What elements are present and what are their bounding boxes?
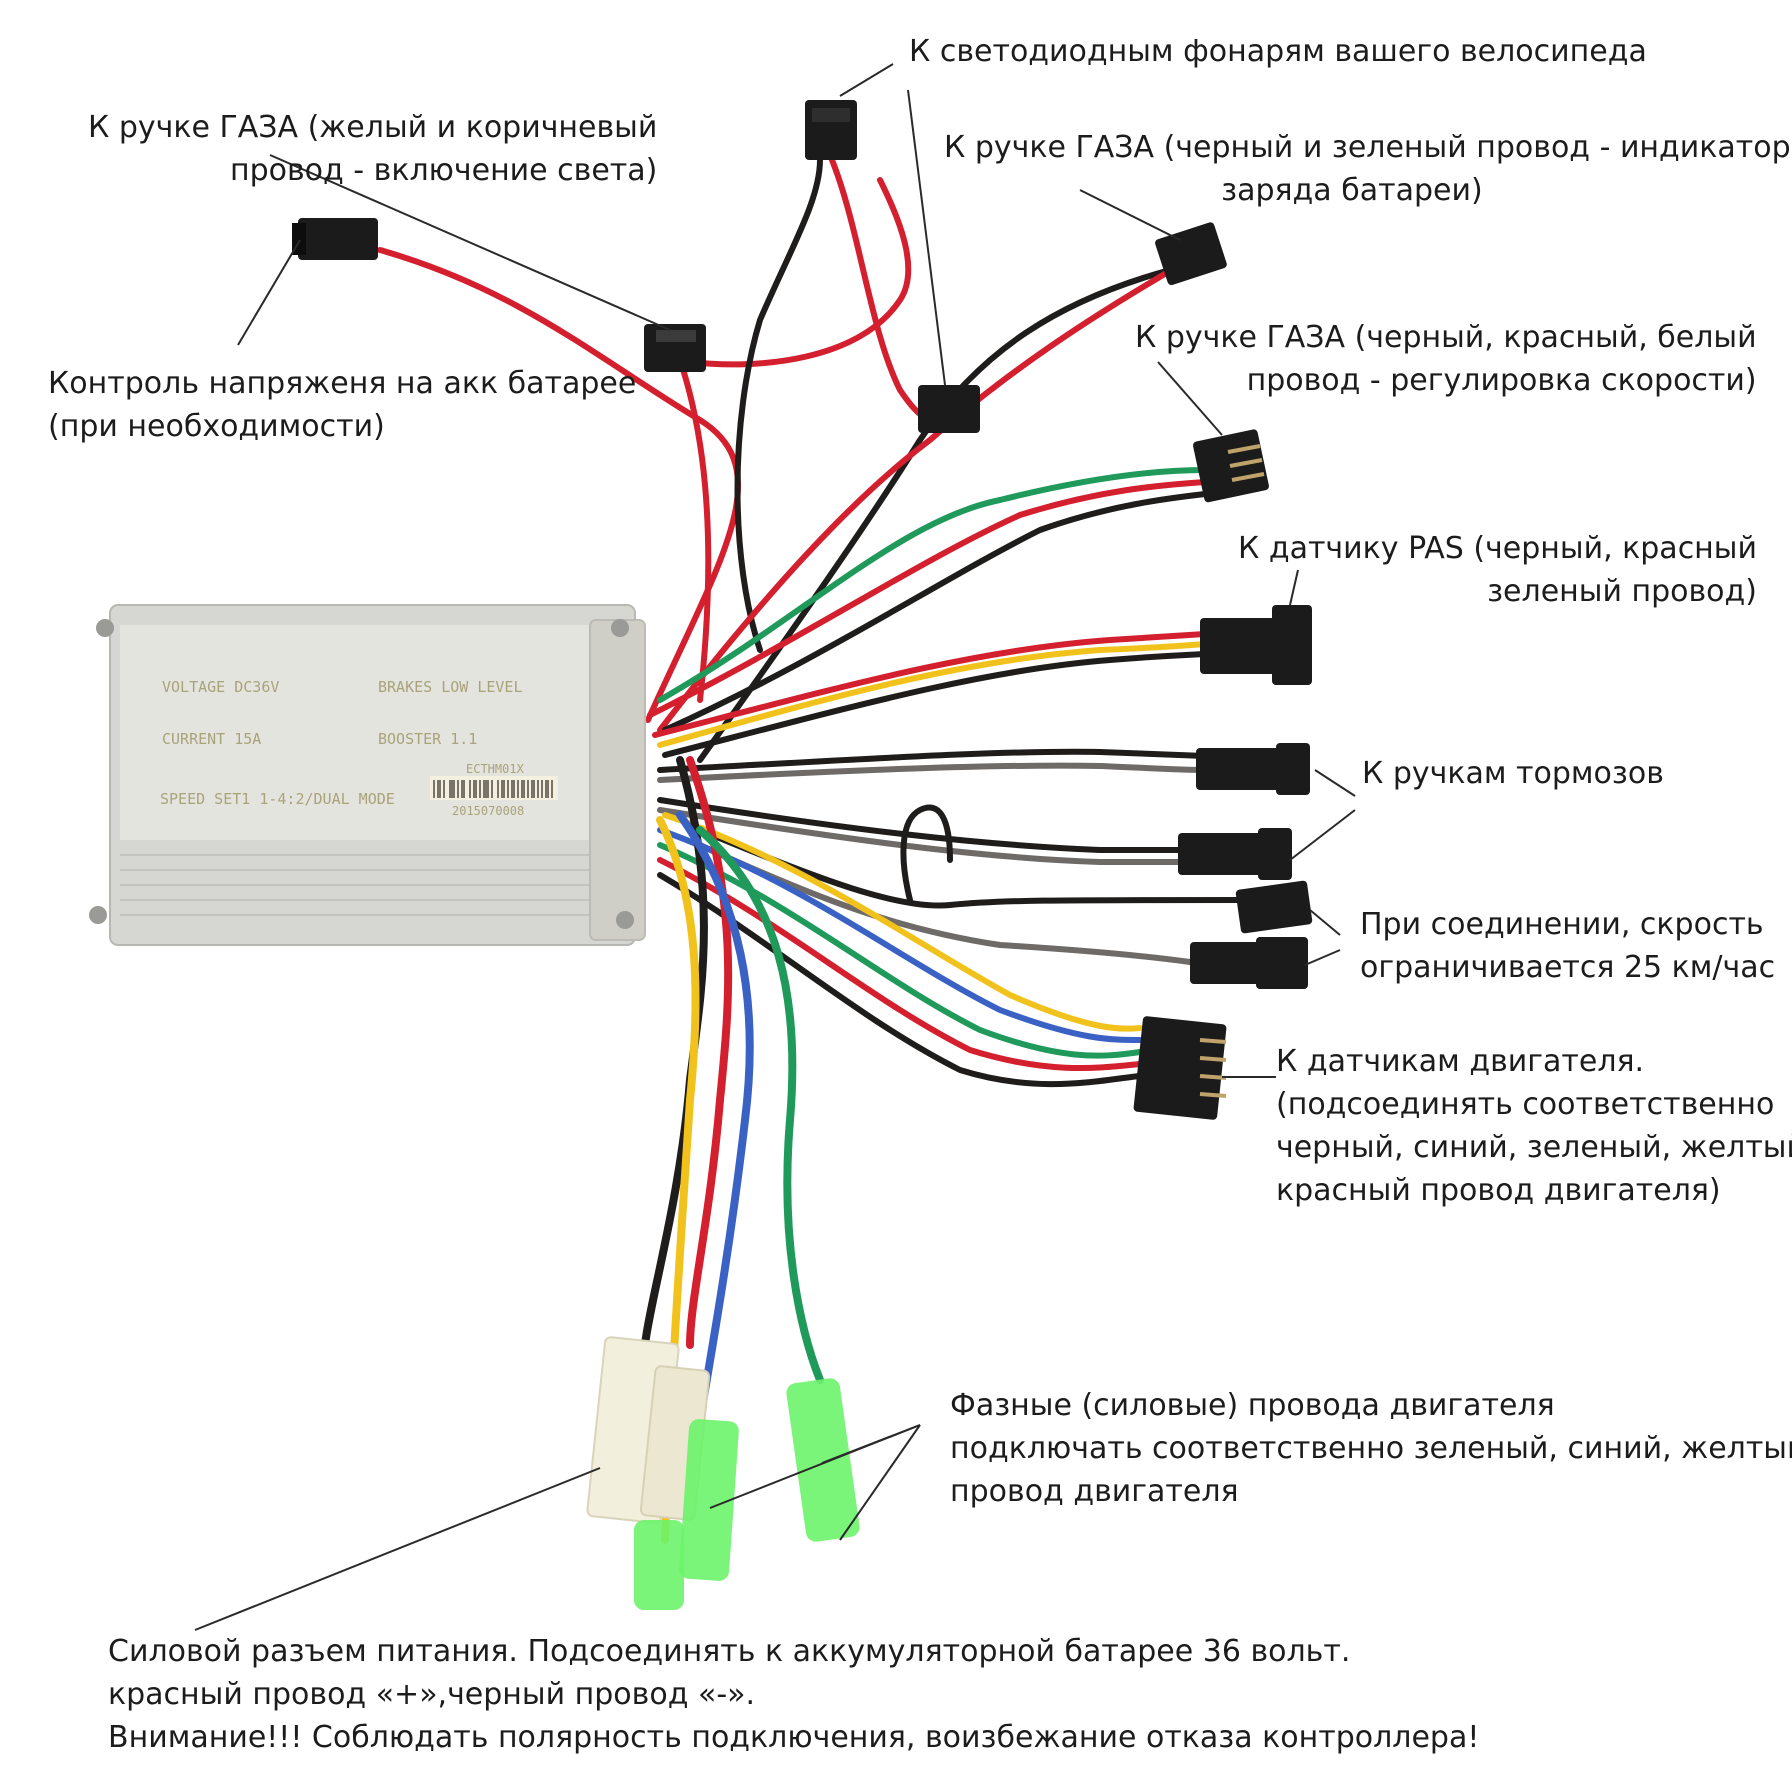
label-led-lights: К светодиодным фонарям вашего велосипеда xyxy=(909,34,1647,69)
label-voltage-control: Контроль напряженя на акк батарее (при н… xyxy=(48,366,637,444)
connector-led-junction xyxy=(918,385,980,433)
label-motor-sensors: К датчикам двигателя. (подсоединять соот… xyxy=(1276,1044,1792,1208)
connector-motor-sensors xyxy=(1133,1016,1227,1120)
connector-brake-2 xyxy=(1178,828,1292,880)
label-throttle-light: К ручке ГАЗА (желый и коричневый провод … xyxy=(88,110,658,188)
wire-yellow-pas xyxy=(657,641,1208,748)
controller-voltage: VOLTAGE DC36V xyxy=(162,678,280,696)
leader-speed-limit-1 xyxy=(1309,909,1341,936)
leader-voltage-control xyxy=(237,239,301,346)
label-brakes: К ручкам тормозов xyxy=(1362,756,1664,791)
connector-throttle-battery xyxy=(1155,222,1227,286)
wire-gray-speed-limit xyxy=(697,842,1193,965)
connector-led-lights xyxy=(805,100,857,160)
wire-red-throttle-battery xyxy=(657,262,1183,733)
wire-blue-motor-sensor xyxy=(657,827,1143,1043)
wire-red-throttle-light xyxy=(687,177,912,368)
leader-phase-2 xyxy=(821,1424,921,1464)
wire-black-led xyxy=(734,157,823,653)
controller-speed: SPEED SET1 1-4:2/DUAL MODE xyxy=(160,790,395,808)
connector-speed-limit-1 xyxy=(1235,880,1313,934)
leader-led-junction xyxy=(907,89,946,386)
phase-terminal-yellow xyxy=(634,1520,684,1610)
connector-brake-1 xyxy=(1196,743,1310,795)
connector-speed-limit-2 xyxy=(1190,937,1308,989)
connector-throttle-speed xyxy=(1192,429,1269,503)
wire-gray-brake-2 xyxy=(657,807,1188,866)
wire-yellow-motor-sensor xyxy=(662,812,1143,1032)
controller-model: ECTHM01X xyxy=(466,762,524,776)
leader-throttle-battery xyxy=(1079,189,1181,241)
leader-brake-1 xyxy=(1314,769,1356,797)
leader-phase-3 xyxy=(839,1424,921,1541)
leader-throttle-light xyxy=(269,154,671,331)
connector-pas-sensor xyxy=(1200,605,1312,685)
phase-terminal-green xyxy=(786,1378,860,1542)
wire-green-throttle-speed xyxy=(657,467,1208,703)
leader-throttle-speed xyxy=(1157,361,1223,436)
wire-red-power xyxy=(686,756,733,1349)
wire-black-motor-sensor xyxy=(657,872,1143,1088)
wire-black-brake-1 xyxy=(657,748,1208,773)
connector-throttle-light xyxy=(644,324,706,372)
wire-green-phase xyxy=(696,826,824,1384)
wire-black-throttle-speed xyxy=(662,491,1208,733)
leader-power xyxy=(194,1467,601,1631)
wire-red-motor-sensor xyxy=(657,857,1143,1072)
label-phase-wires: Фазные (силовые) провода двигателя подкл… xyxy=(950,1388,1792,1509)
barcode-icon xyxy=(430,776,558,800)
connector-voltage-control xyxy=(292,218,378,260)
label-power-connector: Силовой разъем питания. Подсоединять к а… xyxy=(108,1634,1480,1755)
wire-gray-brake-1 xyxy=(657,762,1208,783)
label-pas-sensor: К датчику PAS (черный, красный зеленый п… xyxy=(1238,531,1757,609)
label-speed-limit: При соединении, скрость ограничивается 2… xyxy=(1360,907,1776,985)
leader-brake-2 xyxy=(1289,809,1356,861)
leader-pas xyxy=(1289,569,1299,606)
wire-black-speed-limit xyxy=(697,827,1248,909)
phase-terminal-blue xyxy=(679,1419,739,1581)
controller-brakes: BRAKES LOW LEVEL xyxy=(378,678,523,696)
wire-red-led xyxy=(829,157,933,423)
controller-serial: 2015070008 xyxy=(452,804,525,818)
controller-box xyxy=(89,604,646,946)
wire-red-pas xyxy=(652,631,1208,738)
label-throttle-speed: К ручке ГАЗА (черный, красный, белый про… xyxy=(1135,320,1757,398)
controller-booster: BOOSTER 1.1 xyxy=(378,730,478,748)
wire-black-pas xyxy=(662,651,1208,758)
leader-speed-limit-2 xyxy=(1304,949,1341,966)
wire-red-throttle-speed xyxy=(647,479,1208,718)
label-throttle-battery: К ручке ГАЗА (черный и зеленый провод - … xyxy=(944,130,1791,208)
wire-black-speed-limit-loop xyxy=(900,804,953,903)
wire-blue-phase xyxy=(676,811,754,1424)
wire-red-voltage-control-2 xyxy=(677,357,712,703)
leader-led-lights xyxy=(839,63,894,97)
controller-current: CURRENT 15A xyxy=(162,730,262,748)
wire-black-brake-2 xyxy=(657,797,1188,854)
